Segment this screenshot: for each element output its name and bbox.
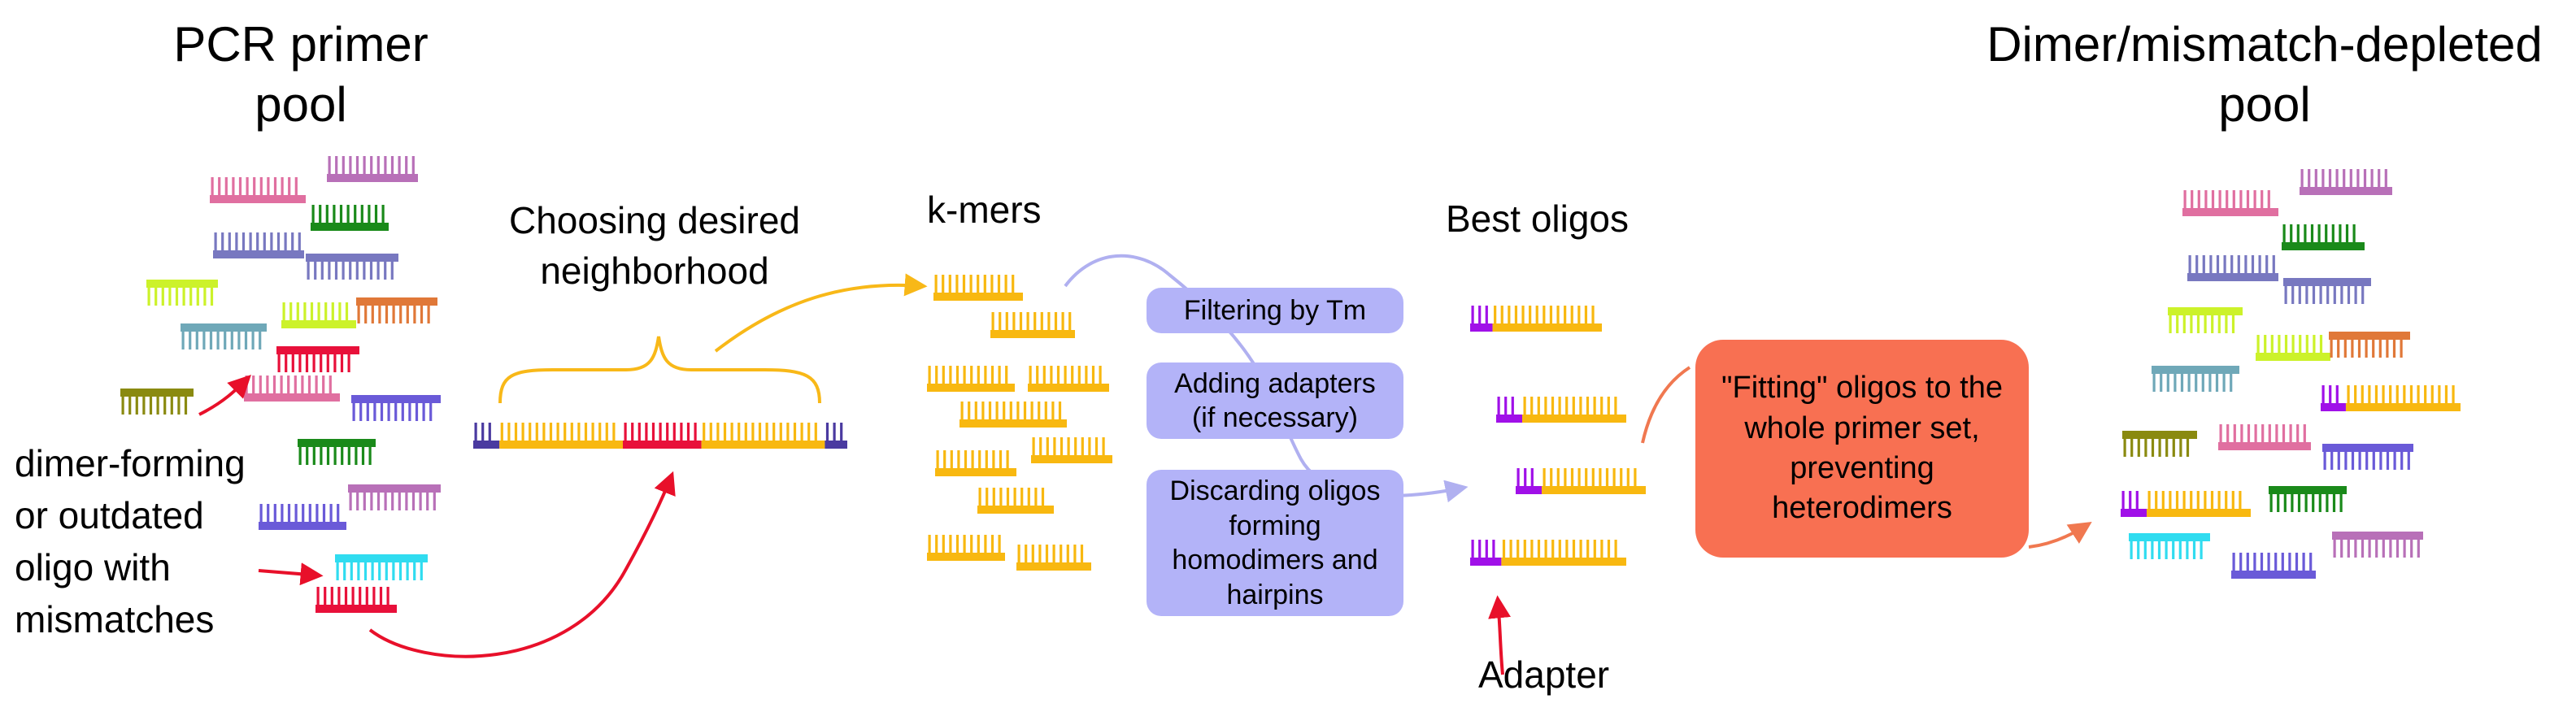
step-filter-tm: Filtering by Tm [1147, 288, 1403, 333]
depleted-oligo [2283, 278, 2371, 304]
neighborhood-strand [473, 423, 847, 449]
primer-pool-left [120, 156, 441, 613]
depleted-oligo [2122, 431, 2197, 457]
primer-oligo [327, 156, 418, 182]
pool-title: PCR primer pool [173, 17, 429, 132]
kmer-oligo [935, 450, 1016, 476]
primer-oligo [276, 346, 359, 372]
kmers-label: k-mers [927, 189, 1042, 231]
best-oligos-label: Best oligos [1446, 198, 1630, 240]
primer-oligo [244, 376, 340, 402]
depleted-oligo [2218, 424, 2311, 450]
primer-oligo [213, 232, 304, 258]
primer-oligo [146, 280, 218, 306]
primer-oligo [259, 504, 346, 530]
step-adding-adapters: Adding adapters (if necessary) [1147, 362, 1403, 439]
best-oligo [1496, 397, 1626, 423]
primer-oligo [210, 177, 306, 203]
step-discarding-oligos: Discarding oligos forming homodimers and… [1147, 470, 1403, 616]
depleted-oligo [2282, 224, 2365, 250]
primer-oligo [306, 254, 398, 280]
best-oligo [1470, 540, 1626, 566]
primer-oligo [311, 205, 389, 231]
depleted-pool-title: Dimer/mismatch-depleted pool [1986, 17, 2543, 132]
kmer-set [927, 275, 1112, 571]
best-oligo [1470, 306, 1602, 332]
kmer-oligo [977, 488, 1054, 514]
kmer-oligo [927, 535, 1005, 561]
depleted-oligo [2152, 366, 2239, 392]
arrow-adapter-pointer [1488, 595, 1512, 675]
depleted-oligo [2129, 533, 2210, 559]
kmer-oligo [1031, 437, 1112, 463]
depleted-oligo [2256, 335, 2330, 361]
kmer-oligo [959, 402, 1067, 428]
arrow-to-fitting [1641, 366, 1691, 444]
kmer-oligo [933, 275, 1023, 301]
depleted-oligo [2321, 385, 2461, 411]
arrow-to-neighborhood [368, 471, 676, 658]
primer-oligo [348, 484, 441, 510]
bad-oligo-label: dimer-forming or outdated oligo with mis… [15, 442, 246, 640]
neighborhood-brace [498, 336, 821, 404]
depleted-oligo [2231, 553, 2316, 579]
arrow-to-kmers [714, 273, 928, 353]
step-fitting-oligos: "Fitting" oligos to the whole primer set… [1695, 340, 2029, 558]
arrow-to-bad-oligo-upper [198, 375, 251, 416]
depleted-oligo [2187, 255, 2278, 281]
depleted-oligo [2121, 491, 2251, 517]
depleted-oligo [2332, 532, 2423, 558]
kmer-oligo [1028, 366, 1109, 392]
arrow-to-depleted-pool [2028, 521, 2092, 549]
best-oligo [1516, 468, 1646, 494]
genome-neighborhood [473, 423, 847, 449]
depleted-oligo [2322, 444, 2413, 470]
primer-oligo [298, 439, 376, 465]
primer-oligo [351, 395, 441, 421]
kmer-oligo [1016, 545, 1091, 571]
depleted-oligo [2182, 190, 2278, 216]
primer-oligo [281, 302, 356, 328]
primer-oligo [356, 297, 437, 323]
depleted-oligo [2300, 169, 2392, 195]
adapter-label: Adapter [1478, 653, 1610, 696]
primer-oligo [335, 554, 428, 580]
kmer-oligo [990, 312, 1075, 338]
primer-oligo [315, 587, 397, 613]
depleted-oligo [2168, 307, 2243, 333]
depleted-pool [2121, 169, 2461, 579]
primer-oligo [181, 323, 267, 349]
depleted-oligo [2269, 486, 2347, 512]
best-oligo-set [1470, 306, 1646, 566]
primer-oligo [120, 389, 194, 415]
arrow-to-bad-oligo-lower [258, 562, 324, 586]
kmer-oligo [927, 366, 1015, 392]
depleted-oligo [2329, 332, 2410, 358]
neighborhood-label: Choosing desired neighborhood [508, 199, 800, 292]
